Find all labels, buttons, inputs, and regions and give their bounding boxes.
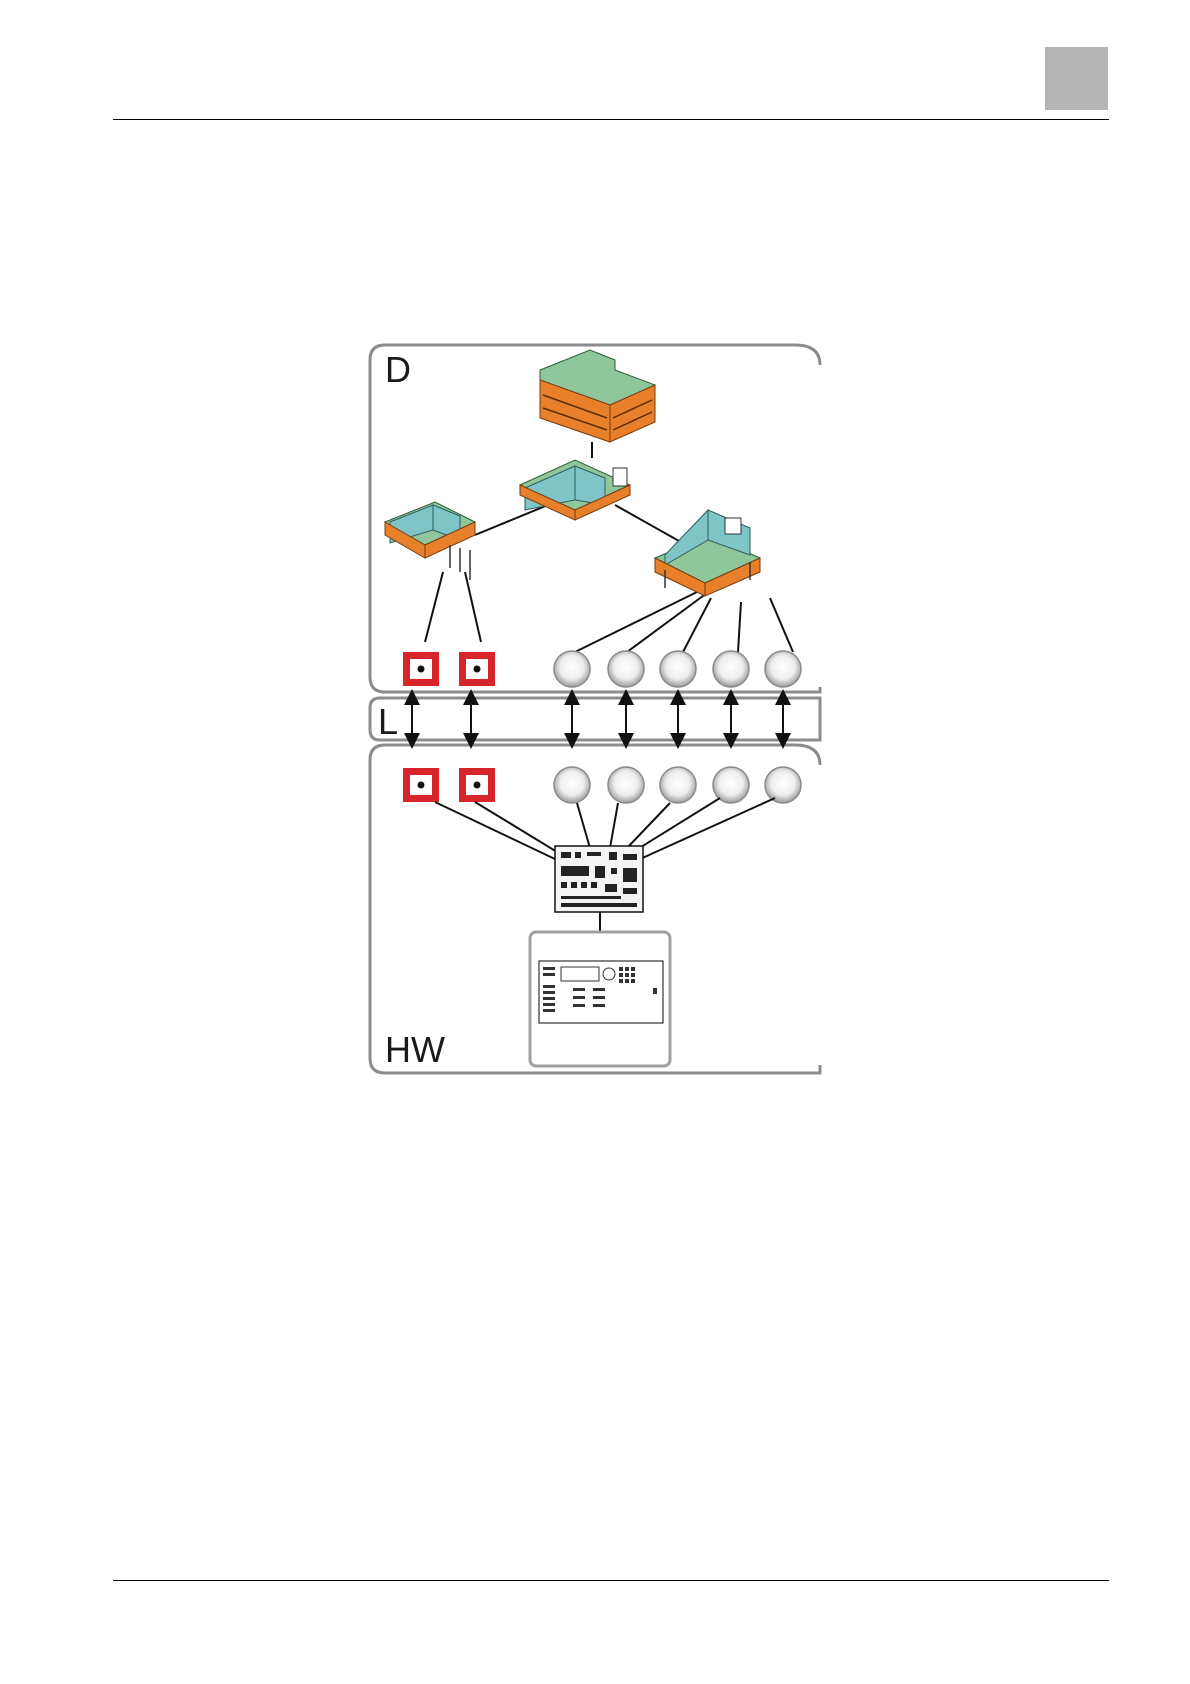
- d-fire-detector: [403, 652, 439, 686]
- zone-l-frame: [370, 698, 820, 740]
- d-generic-detector: [765, 651, 801, 687]
- hw-generic-detector: [713, 767, 749, 803]
- floor-icon: [520, 460, 630, 520]
- hw-generic-detector: [765, 767, 801, 803]
- hw-generic-detector: [608, 767, 644, 803]
- d-generic-detector: [608, 651, 644, 687]
- footer-rule: [113, 1580, 1109, 1581]
- hw-fire-detector: [459, 768, 495, 802]
- d-generic-detectors: [554, 651, 801, 687]
- d-generic-detector: [713, 651, 749, 687]
- d-generic-detector: [554, 651, 590, 687]
- hw-fire-detector: [403, 768, 439, 802]
- system-topology-diagram: D L HW: [365, 340, 835, 1080]
- zone-hw-label: HW: [385, 1029, 445, 1070]
- d-fire-detector: [459, 652, 495, 686]
- control-panel-board-icon: [555, 846, 643, 912]
- header-rule: [113, 119, 1109, 120]
- room-right-icon: [655, 510, 760, 596]
- hw-generic-detector: [554, 767, 590, 803]
- building-icon: [540, 350, 655, 442]
- room-left-icon: [385, 502, 475, 580]
- fire-control-panel-icon: [530, 932, 670, 1066]
- d-generic-detector: [660, 651, 696, 687]
- zone-l-label: L: [378, 701, 398, 742]
- hw-generic-detector: [660, 767, 696, 803]
- zone-d-label: D: [385, 349, 411, 390]
- chapter-tab-marker: [1045, 47, 1108, 110]
- hw-generic-detectors: [554, 767, 801, 803]
- l-link-arrows: [412, 695, 783, 743]
